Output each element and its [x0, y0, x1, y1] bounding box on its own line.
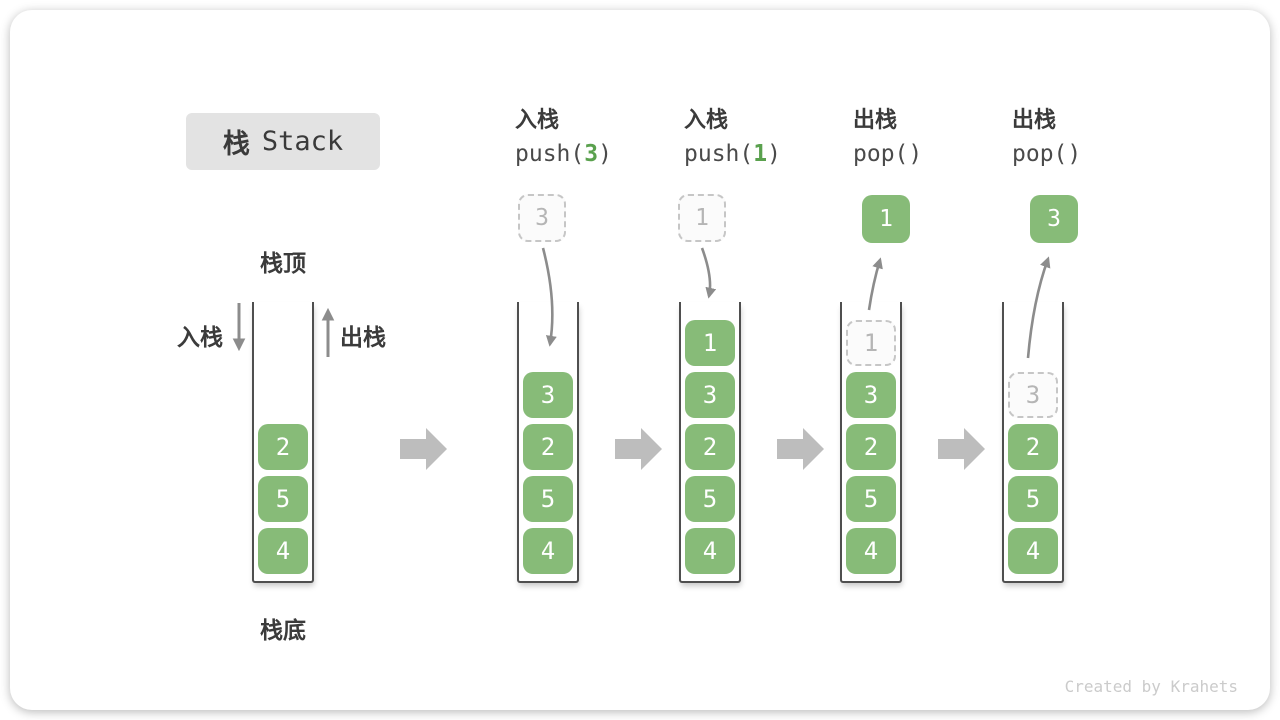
op-code-prefix: pop(: [853, 141, 909, 167]
op-label: 出栈: [853, 107, 898, 132]
stack-cell: 4: [846, 528, 896, 574]
title-badge: 栈 Stack: [186, 113, 380, 170]
op-code: pop(): [853, 141, 922, 168]
op-code-suffix: ): [1067, 141, 1082, 167]
stack-cell: 2: [258, 424, 308, 470]
stack-cell: 3: [846, 372, 896, 418]
stack-cell: 5: [846, 476, 896, 522]
stack-top-label: 栈顶: [260, 250, 306, 276]
op-code-arg: 3: [584, 141, 599, 167]
stack-cell-ghost: 3: [1008, 372, 1058, 418]
stack-cell: 4: [685, 528, 735, 574]
op-header-pop-2: 出栈 pop(): [1012, 106, 1081, 168]
op-header-pop-1: 出栈 pop(): [853, 106, 922, 168]
op-code: push(3): [515, 141, 612, 168]
op-code: push(1): [684, 141, 781, 168]
credit-text: Created by Krahets: [1064, 677, 1238, 696]
stack-after-pop-1: 1 3 2 5 4: [840, 302, 902, 583]
stack-cell-ghost: 1: [846, 320, 896, 366]
stack-after-push-1: 1 3 2 5 4: [679, 302, 741, 583]
stack-cell: 5: [1008, 476, 1058, 522]
stack-cell: 2: [523, 424, 573, 470]
stack-cell: 3: [523, 372, 573, 418]
floating-cell-pop-1: 1: [862, 195, 910, 243]
stack-initial: 2 5 4: [252, 302, 314, 583]
op-code-suffix: ): [767, 141, 781, 167]
op-code-prefix: push(: [684, 141, 754, 167]
op-label: 入栈: [684, 107, 729, 132]
stack-cell: 2: [685, 424, 735, 470]
stack-cell: 2: [846, 424, 896, 470]
stack-cell: 4: [523, 528, 573, 574]
op-code-suffix: ): [908, 141, 923, 167]
op-code-suffix: ): [598, 141, 612, 167]
op-label: 入栈: [515, 107, 560, 132]
op-label: 出栈: [1012, 107, 1057, 132]
floating-cell-push-3: 3: [518, 194, 566, 242]
stack-bottom-label: 栈底: [260, 617, 306, 643]
stack-cell: 5: [523, 476, 573, 522]
op-code-arg: 1: [753, 141, 768, 167]
title-zh: 栈: [222, 129, 250, 159]
stack-after-push-3: 3 2 5 4: [517, 302, 579, 583]
title-en: Stack: [261, 126, 344, 157]
stack-cell: 5: [685, 476, 735, 522]
stack-cell: 5: [258, 476, 308, 522]
op-header-push-1: 入栈 push(1): [684, 106, 781, 168]
stack-cell: 4: [1008, 528, 1058, 574]
stack-cell: 1: [685, 320, 735, 366]
op-code-prefix: push(: [515, 141, 585, 167]
op-header-push-3: 入栈 push(3): [515, 106, 612, 168]
floating-cell-push-1: 1: [678, 194, 726, 242]
stack-after-pop-3: 3 2 5 4: [1002, 302, 1064, 583]
op-code: pop(): [1012, 141, 1081, 168]
stack-cell: 4: [258, 528, 308, 574]
push-label: 入栈: [177, 324, 223, 350]
pop-label: 出栈: [340, 324, 386, 350]
op-code-prefix: pop(: [1012, 141, 1068, 167]
stack-cell: 2: [1008, 424, 1058, 470]
floating-cell-pop-3: 3: [1030, 195, 1078, 243]
stack-cell: 3: [685, 372, 735, 418]
